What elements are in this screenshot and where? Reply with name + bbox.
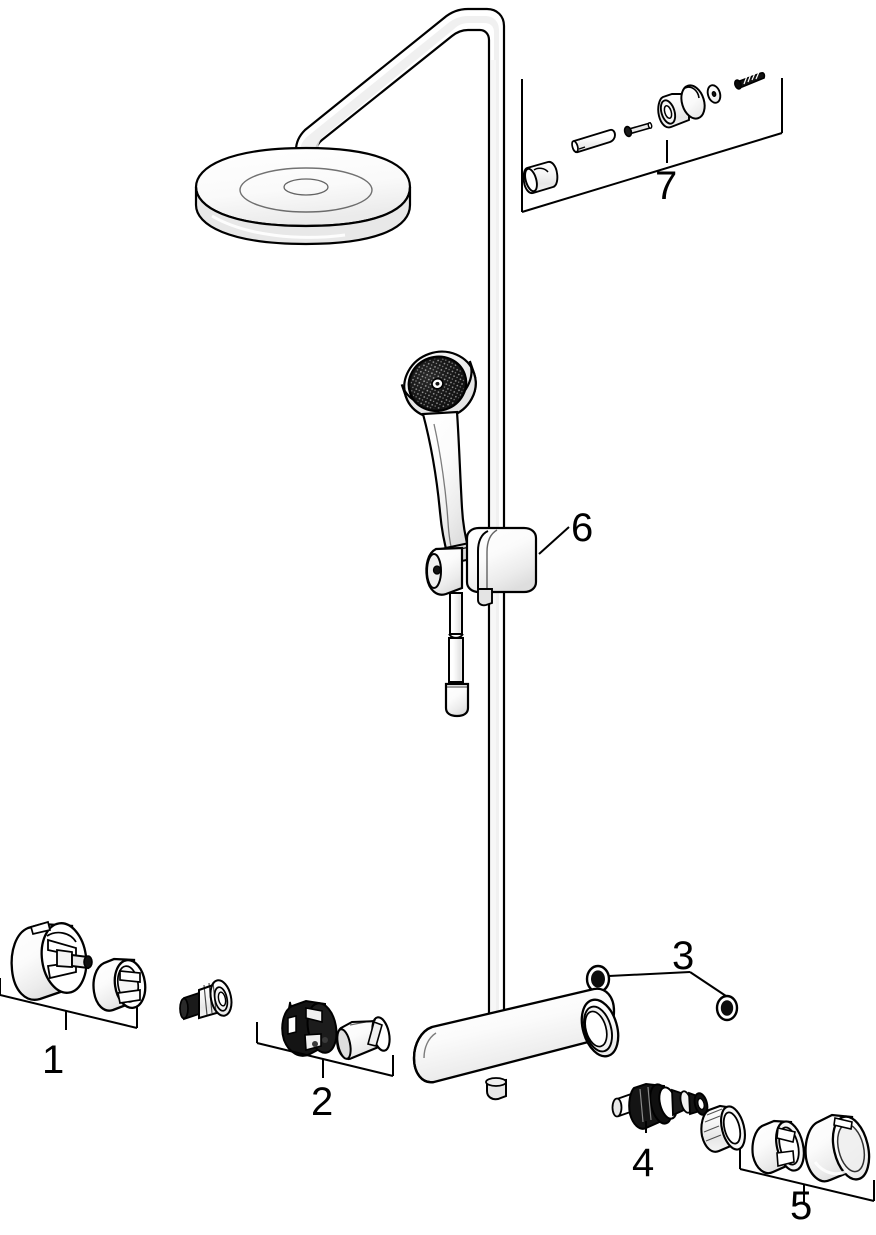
callout-bracket-5	[739, 1168, 875, 1202]
bracket-washer	[706, 84, 722, 104]
overhead-shower-head	[194, 146, 412, 246]
shower-hose-connector	[444, 592, 470, 718]
handle-outer-sleeve	[10, 920, 93, 1001]
callout-label-1: 1	[42, 1038, 65, 1082]
callout-leader-3a	[608, 971, 691, 977]
part-group-5	[739, 1113, 875, 1203]
bracket-screw	[623, 121, 653, 138]
check-valve	[179, 979, 233, 1021]
callout-label-5: 5	[790, 1184, 813, 1228]
hand-shower-holder	[425, 526, 538, 607]
bracket-pin	[571, 128, 616, 154]
part-group-4	[611, 1082, 746, 1153]
callout-leader-3b	[689, 971, 727, 997]
callout-bracket-1	[0, 994, 138, 1029]
bracket-grub-screw	[734, 71, 766, 90]
callout-label-2: 2	[311, 1080, 334, 1124]
cartridge-head	[281, 999, 338, 1057]
thermostatic-mixer-body	[412, 987, 620, 1101]
cartridge-sleeve	[335, 1016, 391, 1061]
part-group-7	[521, 71, 783, 213]
lock-nut	[700, 1104, 746, 1153]
thermostatic-cartridge	[611, 1082, 709, 1130]
callout-label-3: 3	[672, 934, 695, 978]
callout-label-7: 7	[655, 164, 678, 208]
part-group-1	[0, 920, 147, 1030]
part-group-3	[585, 964, 739, 1022]
callout-label-6: 6	[571, 506, 594, 550]
bracket-flange	[657, 84, 706, 129]
callout-bracket-2	[256, 1042, 394, 1077]
bracket-cap	[522, 160, 559, 195]
callout-label-4: 4	[632, 1141, 655, 1185]
callout-bracket-7	[521, 78, 783, 213]
temperature-handle-cap	[804, 1113, 871, 1183]
temperature-limiter-ring	[751, 1119, 805, 1175]
part-group-2	[179, 979, 394, 1078]
callout-leader-6	[538, 526, 570, 555]
handle-inner-ring	[92, 957, 147, 1012]
